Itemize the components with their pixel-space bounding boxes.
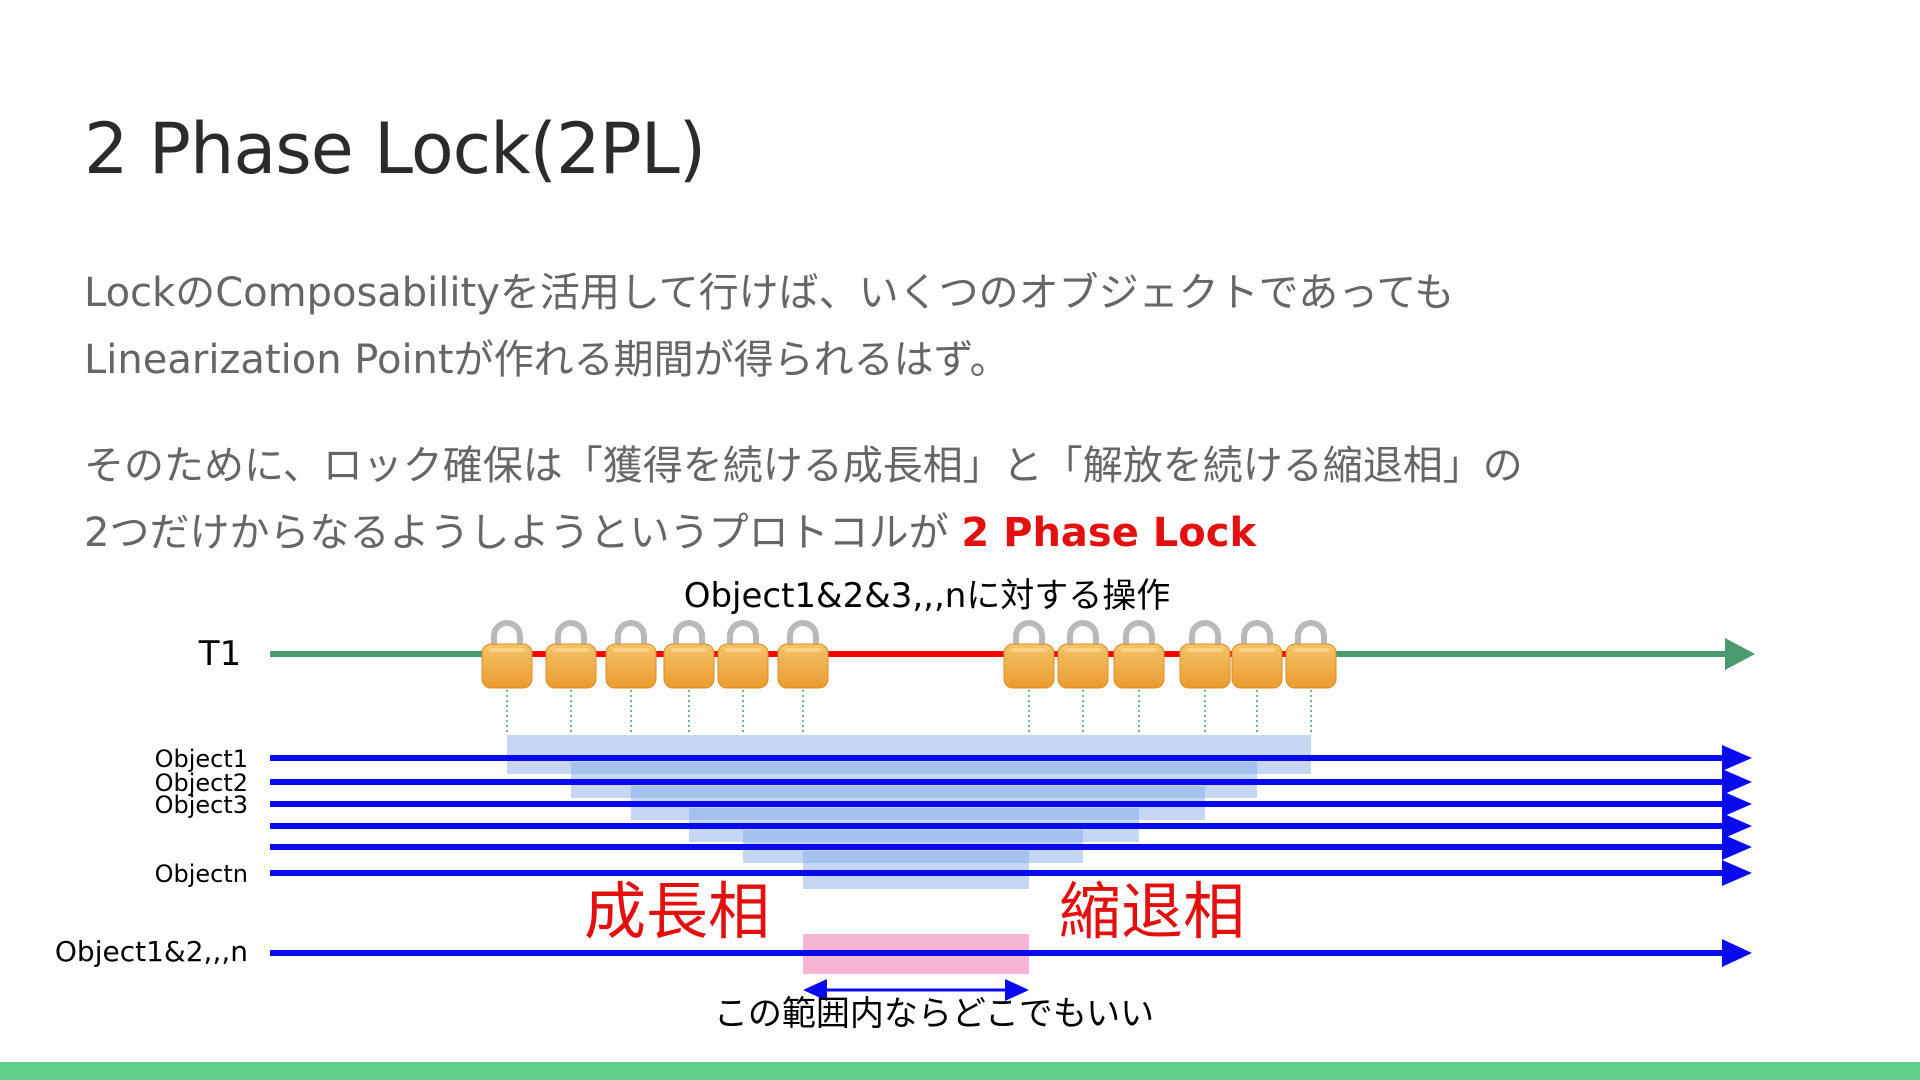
padlock-shackle: [1241, 620, 1273, 651]
padlock-shine: [725, 648, 761, 652]
padlock-shackle: [1295, 620, 1327, 651]
intro-line-2: Linearization Pointが作れる期間が得られるはず。: [84, 337, 1010, 383]
padlock-body: [1113, 643, 1165, 689]
range-arrow-right-head: [1005, 979, 1029, 1001]
padlock-icon: [717, 620, 769, 689]
padlock-icon: [1003, 620, 1055, 689]
range-caption: この範囲内ならどこでもいい: [714, 994, 1154, 1034]
padlock-shine: [1065, 648, 1101, 652]
intro-line-1: LockのComposabilityを活用して行けば、いくつのオブジェクトであっ…: [84, 270, 1455, 316]
protocol-paragraph: そのために、ロック確保は「獲得を続ける成長相」と「解放を続ける縮退相」の 2つだ…: [84, 433, 1523, 567]
intro-paragraph: LockのComposabilityを活用して行けば、いくつのオブジェクトであっ…: [84, 260, 1454, 394]
padlock-shine: [1239, 648, 1275, 652]
object-arrowhead: [1722, 769, 1752, 795]
object-arrowhead: [1722, 813, 1752, 839]
object-label: Object3: [155, 791, 248, 819]
padlock-shine: [1293, 648, 1329, 652]
padlock-body: [545, 643, 597, 689]
padlock-body: [605, 643, 657, 689]
padlock-icon: [1179, 620, 1231, 689]
padlock-body: [777, 643, 829, 689]
composite-object-label: Object1&2,,,n: [55, 935, 248, 968]
thread-label: T1: [198, 634, 241, 674]
object-arrowhead: [1722, 860, 1752, 886]
padlock-icon: [1113, 620, 1165, 689]
padlock-body: [481, 643, 533, 689]
padlock-icon: [1057, 620, 1109, 689]
padlock-shine: [553, 648, 589, 652]
padlock-body: [1003, 643, 1055, 689]
lock-drop-lines: [506, 685, 1312, 735]
padlock-shackle: [555, 620, 587, 651]
padlock-shackle: [1067, 620, 1099, 651]
padlock-shine: [1187, 648, 1223, 652]
object-arrowhead: [1722, 745, 1752, 771]
padlock-icon: [1231, 620, 1283, 689]
padlock-shackle: [1013, 620, 1045, 651]
hold-band: [507, 735, 1311, 774]
lock-icons: [481, 620, 1337, 689]
padlock-body: [1179, 643, 1231, 689]
protocol-line-2: 2つだけからなるようしようというプロトコルが 2 Phase Lock: [84, 500, 1523, 567]
padlock-shackle: [491, 620, 523, 651]
padlock-shine: [671, 648, 707, 652]
object-label: Object1: [155, 745, 248, 773]
range-arrow-left-head: [803, 979, 827, 1001]
padlock-shine: [489, 648, 525, 652]
object-timelines: [270, 745, 1752, 886]
padlock-icon: [1285, 620, 1337, 689]
protocol-line-2-text: 2つだけからなるようしようというプロトコルが: [84, 510, 962, 556]
padlock-shine: [613, 648, 649, 652]
padlock-body: [1057, 643, 1109, 689]
padlock-body: [1285, 643, 1337, 689]
padlock-icon: [545, 620, 597, 689]
protocol-name-highlight: 2 Phase Lock: [961, 510, 1257, 556]
padlock-icon: [605, 620, 657, 689]
object-label: Object2: [155, 769, 248, 797]
padlock-icon: [663, 620, 715, 689]
padlock-shine: [1121, 648, 1157, 652]
shrinking-phase-label: 縮退相: [1059, 875, 1245, 948]
protocol-line-1: そのために、ロック確保は「獲得を続ける成長相」と「解放を続ける縮退相」の: [84, 443, 1523, 489]
growing-phase-label: 成長相: [584, 875, 770, 948]
thread-arrowhead: [1725, 638, 1755, 670]
operation-caption: Object1&2&3,,,nに対する操作: [684, 576, 1171, 616]
padlock-shackle: [615, 620, 647, 651]
object-arrowhead: [1722, 834, 1752, 860]
padlock-shackle: [1189, 620, 1221, 651]
padlock-body: [663, 643, 715, 689]
padlock-body: [717, 643, 769, 689]
padlock-icon: [777, 620, 829, 689]
footer-bar: [0, 1062, 1920, 1080]
object-label: Objectn: [155, 860, 248, 888]
padlock-shackle: [673, 620, 705, 651]
object-arrowhead: [1722, 791, 1752, 817]
padlock-shackle: [1123, 620, 1155, 651]
padlock-shine: [1011, 648, 1047, 652]
padlock-shackle: [787, 620, 819, 651]
padlock-shackle: [727, 620, 759, 651]
slide-title: 2 Phase Lock(2PL): [84, 108, 706, 190]
padlock-shine: [785, 648, 821, 652]
padlock-body: [1231, 643, 1283, 689]
composite-arrowhead: [1722, 939, 1752, 967]
padlock-icon: [481, 620, 533, 689]
